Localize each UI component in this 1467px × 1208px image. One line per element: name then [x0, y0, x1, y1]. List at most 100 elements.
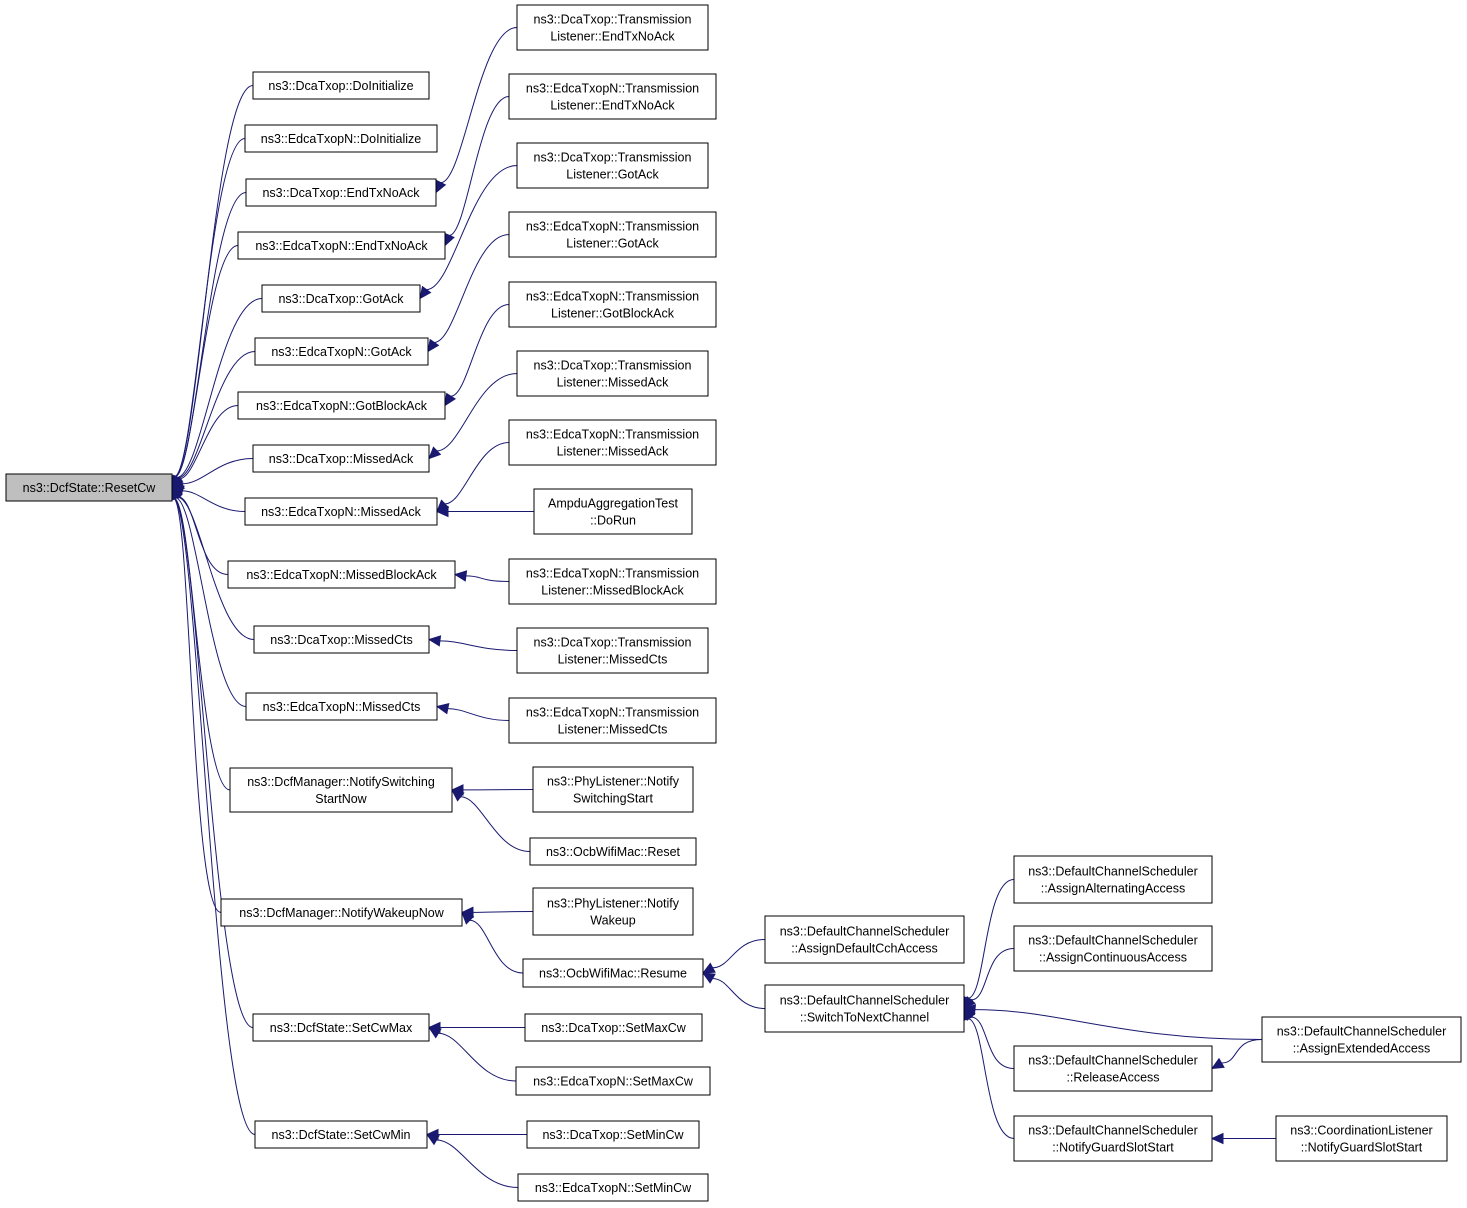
node-box-tl_edca_missedack — [508, 419, 717, 466]
node-ampdu_dorun[interactable]: AmpduAggregationTest::DoRun — [533, 488, 693, 535]
node-label-phy_wakeup-0: ns3::PhyListener::Notify — [547, 897, 680, 911]
node-dcs_alternating[interactable]: ns3::DefaultChannelScheduler::AssignAlte… — [1013, 855, 1213, 904]
node-label-dcs_extended-1: ::AssignExtendedAccess — [1293, 1042, 1431, 1056]
edge-dcs_extended-to-dcs_release — [1221, 1039, 1263, 1064]
arrowhead-dca_gotack — [419, 285, 432, 300]
node-label-tl_edca_missedblock-0: ns3::EdcaTxopN::Transmission — [526, 567, 699, 581]
node-edca_missedcts[interactable]: ns3::EdcaTxopN::MissedCts — [245, 692, 438, 721]
edge-edca_doinit-to-root — [173, 138, 246, 478]
arrowhead-edca_missedblock — [453, 570, 468, 582]
edge-tl_dca_gotack-to-dca_gotack — [426, 165, 518, 291]
node-label-dcs_alternating-0: ns3::DefaultChannelScheduler — [1028, 865, 1198, 879]
node-edca_doinit[interactable]: ns3::EdcaTxopN::DoInitialize — [244, 124, 438, 153]
node-box-dcs_extended — [1261, 1016, 1462, 1063]
node-box-edca_missedblock — [227, 560, 456, 589]
node-box-tl_edca_gotack — [508, 211, 717, 258]
arrowhead-dca_missedcts — [427, 635, 442, 647]
node-root[interactable]: ns3::DcfState::ResetCw — [5, 473, 173, 502]
node-phy_wakeup[interactable]: ns3::PhyListener::NotifyWakeup — [532, 887, 694, 936]
node-label-tl_edca_endtx-1: Listener::EndTxNoAck — [550, 99, 675, 113]
node-setcwmin[interactable]: ns3::DcfState::SetCwMin — [254, 1120, 428, 1149]
node-tl_edca_missedblock[interactable]: ns3::EdcaTxopN::TransmissionListener::Mi… — [508, 558, 717, 605]
node-edca_missedack[interactable]: ns3::EdcaTxopN::MissedAck — [244, 497, 438, 526]
node-box-dcfm_switch — [229, 767, 453, 813]
node-label-edca_missedcts-0: ns3::EdcaTxopN::MissedCts — [263, 700, 421, 714]
node-edca_setmincw[interactable]: ns3::EdcaTxopN::SetMinCw — [517, 1173, 709, 1202]
node-edca_setmaxcw[interactable]: ns3::EdcaTxopN::SetMaxCw — [515, 1066, 711, 1096]
node-label-tl_edca_gotblock-0: ns3::EdcaTxopN::Transmission — [526, 290, 699, 304]
node-box-edca_endtx — [237, 231, 446, 260]
edge-dcfm_wakeup-to-root — [172, 497, 222, 913]
node-dcs_defaultcch[interactable]: ns3::DefaultChannelScheduler::AssignDefa… — [764, 915, 965, 964]
node-box-tl_dca_endtx — [516, 4, 709, 51]
node-label-dca_setmaxcw-0: ns3::DcaTxop::SetMaxCw — [541, 1021, 686, 1035]
node-label-tl_edca_gotack-0: ns3::EdcaTxopN::Transmission — [526, 220, 699, 234]
node-dca_gotack[interactable]: ns3::DcaTxop::GotAck — [261, 284, 421, 313]
node-box-edca_setmincw — [517, 1173, 709, 1202]
node-label-dcs_continuous-0: ns3::DefaultChannelScheduler — [1028, 934, 1198, 948]
arrowhead-ocb_resume — [701, 972, 716, 984]
arrowhead-dcs_guard — [1210, 1132, 1224, 1145]
arrowhead-setcwmin — [425, 1133, 440, 1146]
node-label-dca_setmincw-0: ns3::DcaTxop::SetMinCw — [542, 1128, 684, 1142]
arrowhead-setcwmax — [427, 1026, 442, 1039]
node-box-tl_dca_missedcts — [516, 627, 709, 674]
node-coord_guard[interactable]: ns3::CoordinationListener::NotifyGuardSl… — [1275, 1115, 1448, 1162]
arrowhead-edca_gotblock — [444, 392, 457, 407]
node-tl_edca_gotblock[interactable]: ns3::EdcaTxopN::TransmissionListener::Go… — [508, 281, 717, 328]
node-box-coord_guard — [1275, 1115, 1448, 1162]
node-tl_edca_endtx[interactable]: ns3::EdcaTxopN::TransmissionListener::En… — [508, 73, 717, 120]
node-label-setcwmin-0: ns3::DcfState::SetCwMin — [272, 1128, 411, 1142]
node-edca_gotack[interactable]: ns3::EdcaTxopN::GotAck — [254, 337, 429, 366]
node-edca_gotblock[interactable]: ns3::EdcaTxopN::GotBlockAck — [237, 391, 446, 420]
node-tl_edca_missedack[interactable]: ns3::EdcaTxopN::TransmissionListener::Mi… — [508, 419, 717, 466]
edge-tl_dca_missedack-to-dca_missedack — [436, 373, 518, 452]
node-box-phy_wakeup — [532, 887, 694, 936]
node-tl_dca_endtx[interactable]: ns3::DcaTxop::TransmissionListener::EndT… — [516, 4, 709, 51]
node-dcs_extended[interactable]: ns3::DefaultChannelScheduler::AssignExte… — [1261, 1016, 1462, 1063]
node-dcs_switchnext[interactable]: ns3::DefaultChannelScheduler::SwitchToNe… — [764, 984, 965, 1033]
node-ocb_resume[interactable]: ns3::OcbWifiMac::Resume — [522, 958, 704, 988]
node-label-coord_guard-1: ::NotifyGuardSlotStart — [1301, 1141, 1423, 1155]
node-label-dcs_extended-0: ns3::DefaultChannelScheduler — [1277, 1025, 1447, 1039]
node-dca_endtx[interactable]: ns3::DcaTxop::EndTxNoAck — [245, 178, 437, 207]
node-dca_setmaxcw[interactable]: ns3::DcaTxop::SetMaxCw — [524, 1013, 703, 1042]
node-dcs_continuous[interactable]: ns3::DefaultChannelScheduler::AssignCont… — [1013, 925, 1213, 972]
node-box-dcs_continuous — [1013, 925, 1213, 972]
node-dca_missedcts[interactable]: ns3::DcaTxop::MissedCts — [253, 625, 430, 654]
node-box-dca_missedcts — [253, 625, 430, 654]
node-tl_dca_missedack[interactable]: ns3::DcaTxop::TransmissionListener::Miss… — [516, 350, 709, 397]
node-setcwmax[interactable]: ns3::DcfState::SetCwMax — [252, 1013, 430, 1042]
arrowhead-edca_endtx — [444, 232, 455, 247]
node-edca_missedblock[interactable]: ns3::EdcaTxopN::MissedBlockAck — [227, 560, 456, 589]
node-tl_edca_gotack[interactable]: ns3::EdcaTxopN::TransmissionListener::Go… — [508, 211, 717, 258]
node-edca_endtx[interactable]: ns3::EdcaTxopN::EndTxNoAck — [237, 231, 446, 260]
edge-dcs_switchnext-to-ocb_resume — [712, 977, 766, 1009]
node-dcfm_wakeup[interactable]: ns3::DcfManager::NotifyWakeupNow — [220, 898, 463, 927]
node-box-tl_dca_gotack — [516, 142, 709, 189]
node-box-tl_edca_gotblock — [508, 281, 717, 328]
edge-edca_setmaxcw-to-setcwmax — [438, 1032, 517, 1082]
node-dcs_guard[interactable]: ns3::DefaultChannelScheduler::NotifyGuar… — [1013, 1115, 1213, 1162]
node-label-root-0: ns3::DcfState::ResetCw — [23, 481, 157, 495]
node-label-tl_dca_gotack-1: Listener::GotAck — [566, 168, 659, 182]
node-dcs_release[interactable]: ns3::DefaultChannelScheduler::ReleaseAcc… — [1013, 1045, 1213, 1092]
node-label-edca_gotblock-0: ns3::EdcaTxopN::GotBlockAck — [256, 399, 428, 413]
node-dca_doinit[interactable]: ns3::DcaTxop::DoInitialize — [252, 71, 430, 100]
node-tl_dca_gotack[interactable]: ns3::DcaTxop::TransmissionListener::GotA… — [516, 142, 709, 189]
node-dca_missedack[interactable]: ns3::DcaTxop::MissedAck — [252, 444, 430, 473]
node-label-tl_dca_missedack-1: Listener::MissedAck — [557, 376, 670, 390]
node-label-phy_switch-1: SwitchingStart — [573, 792, 653, 806]
edge-tl_edca_missedblock-to-edca_missedblock — [465, 575, 510, 582]
node-ocb_reset[interactable]: ns3::OcbWifiMac::Reset — [529, 837, 697, 866]
node-label-tl_dca_missedcts-0: ns3::DcaTxop::Transmission — [534, 636, 692, 650]
node-tl_edca_missedcts[interactable]: ns3::EdcaTxopN::TransmissionListener::Mi… — [508, 697, 717, 744]
node-dca_setmincw[interactable]: ns3::DcaTxop::SetMinCw — [526, 1120, 700, 1149]
edge-dca_endtx-to-root — [174, 192, 247, 478]
node-tl_dca_missedcts[interactable]: ns3::DcaTxop::TransmissionListener::Miss… — [516, 627, 709, 674]
arrowhead-edca_gotack — [427, 338, 440, 353]
node-box-tl_edca_missedblock — [508, 558, 717, 605]
